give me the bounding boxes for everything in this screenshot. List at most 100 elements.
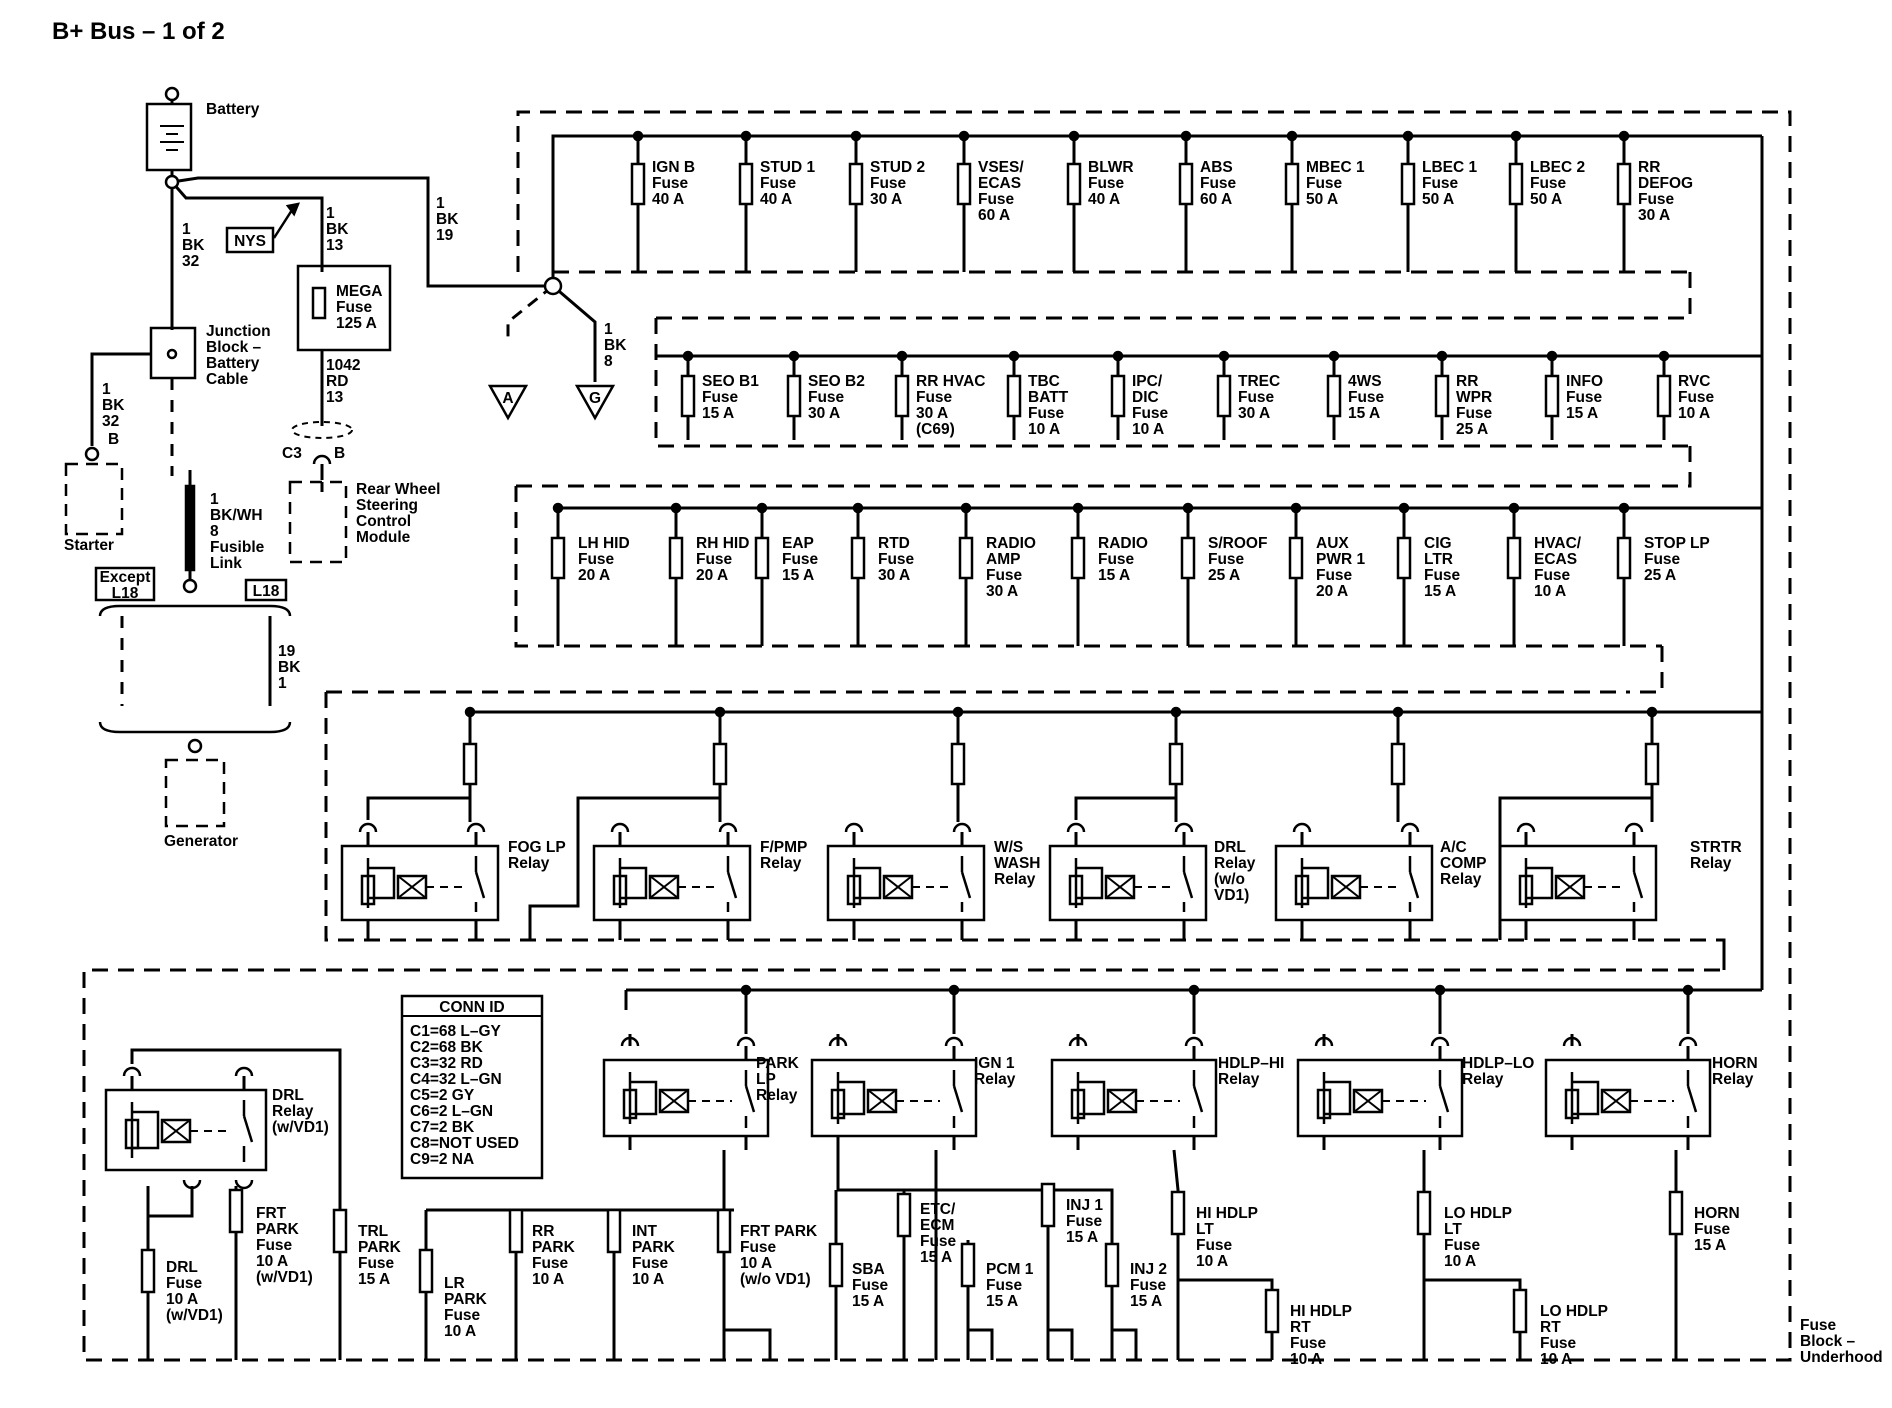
label-line: C7=2 BK: [410, 1119, 475, 1136]
label-line: Junction: [206, 323, 271, 340]
relay-coil-wire: [620, 866, 648, 900]
label-line: NYS: [234, 233, 266, 250]
relay-bottom: [602, 1058, 770, 1138]
relay-coil-x: [161, 1119, 191, 1143]
label-line: MBEC 1: [1306, 159, 1365, 176]
fuse-bottom: [1264, 1288, 1280, 1334]
label-line: (w/VD1): [166, 1307, 223, 1324]
fuse-row3: [850, 536, 866, 580]
fuse-bottom: [1512, 1288, 1528, 1334]
bus-node: [552, 502, 564, 514]
l18-box: [244, 578, 288, 602]
label-line: 10 A: [1028, 421, 1060, 438]
bus-node: [948, 984, 960, 996]
fuse-row3: [1288, 536, 1304, 580]
bus-node: [896, 350, 908, 362]
l18-label: L18: [253, 583, 280, 600]
splice-terminal: [543, 276, 563, 296]
bus-node: [952, 706, 964, 718]
connector-symbol: [1184, 1036, 1204, 1047]
label-line: B: [108, 431, 119, 448]
wire: [366, 796, 470, 820]
label-line: Fuse: [916, 389, 953, 406]
label-line: LT: [1444, 1221, 1462, 1238]
label-line: Fuse: [878, 551, 915, 568]
bus-node: [1170, 706, 1182, 718]
label-line: 10 A: [532, 1271, 564, 1288]
connector-symbol: [1624, 822, 1644, 833]
fuse-row3: [668, 536, 684, 580]
wire: [654, 318, 1690, 448]
label-line: LR: [444, 1275, 465, 1292]
label-line: FRT: [256, 1205, 287, 1222]
label-line: Fuse: [358, 1255, 395, 1272]
label-line: 10 A: [1444, 1253, 1476, 1270]
label-line: 10 A: [1290, 1351, 1322, 1368]
bus-node: [1402, 130, 1414, 142]
relay-box: [592, 844, 752, 922]
label-line: C2=68 BK: [410, 1039, 484, 1056]
label-line: PARK: [532, 1239, 576, 1256]
label-line: 1: [102, 381, 111, 398]
label-line: INJ 1: [1066, 1197, 1103, 1214]
label-line: Relay: [1690, 855, 1732, 872]
label-line: LH HID: [578, 535, 630, 552]
label-line: W/S: [994, 839, 1023, 856]
label-line: Fuse: [852, 1277, 889, 1294]
label-line: 15 A: [702, 405, 734, 422]
label-line: PARK: [444, 1291, 488, 1308]
c3-connector: [312, 454, 332, 465]
connector-symbol: [1678, 1036, 1698, 1047]
label-line: Fuse: [1196, 1237, 1233, 1254]
label-line: TREC: [1238, 373, 1280, 390]
fuse-bottom: [418, 1248, 434, 1294]
fuse-row3: [550, 536, 566, 580]
connector-symbol: [844, 822, 864, 833]
label-line: SBA: [852, 1261, 885, 1278]
label-line: BK/WH: [210, 507, 263, 524]
label-line: 10 A: [256, 1253, 288, 1270]
label-line: PARK: [756, 1055, 800, 1072]
label-line: Fuse: [978, 191, 1015, 208]
label-line: 125 A: [336, 315, 377, 332]
connector-symbol: [122, 1066, 142, 1077]
label-line: Fuse: [532, 1255, 569, 1272]
label-line: Fuse: [1200, 175, 1237, 192]
fuse-bottom: [1040, 1182, 1056, 1228]
connector-symbol: [610, 822, 630, 833]
relay-coil-wire: [630, 1080, 658, 1116]
label-line: Fuse: [1098, 551, 1135, 568]
label-line: Fuse: [1066, 1213, 1103, 1230]
relay-box: [1498, 844, 1658, 922]
label-line: 60 A: [1200, 191, 1232, 208]
label-line: ETC/: [920, 1201, 956, 1218]
label-line: Fuse: [1678, 389, 1715, 406]
label-line: Fuse: [1238, 389, 1275, 406]
wire: [130, 1048, 342, 1210]
label-line: Fuse: [1644, 551, 1681, 568]
label-line: ECAS: [1534, 551, 1577, 568]
relay-switch: [1438, 1085, 1450, 1113]
fuse-block-outline: [82, 110, 1792, 1362]
relay-switch: [960, 871, 972, 899]
mega-fuse-symbol: [311, 286, 327, 320]
connector-symbol: [182, 1179, 202, 1190]
connector-symbol: [358, 822, 378, 833]
label-line: L18: [253, 583, 280, 600]
label-line: Fuse: [1422, 175, 1459, 192]
label-line: 50 A: [1530, 191, 1562, 208]
label-line: 10 A: [740, 1255, 772, 1272]
bus-node: [1182, 502, 1194, 514]
fuse-bottom: [1104, 1242, 1120, 1288]
